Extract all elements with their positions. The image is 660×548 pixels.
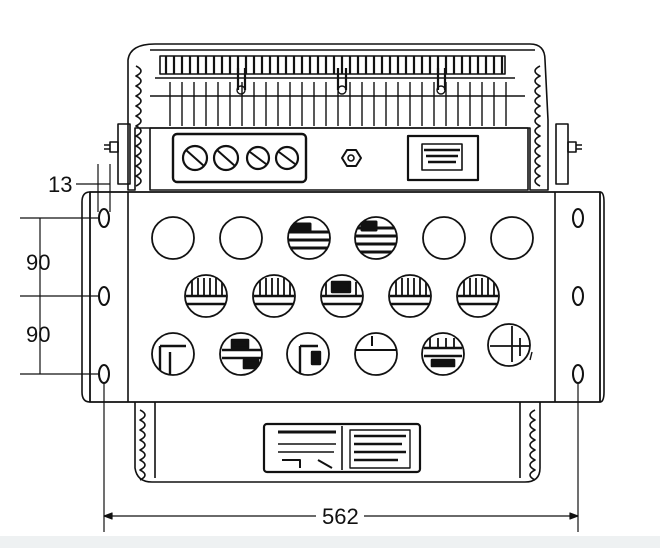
dimension-label-lower-90: 90 (26, 322, 51, 347)
label-plate (262, 422, 422, 474)
dimension-label-13: 13 (48, 172, 73, 197)
top-grille (159, 55, 506, 75)
fixture-housing (127, 43, 549, 483)
dimension-label-upper-90: 90 (26, 250, 51, 275)
connector-panel (149, 127, 529, 191)
mounting-slot (572, 364, 584, 384)
lens-holes (151, 216, 534, 376)
mounting-bracket (81, 191, 605, 403)
mounting-slot (98, 208, 110, 228)
side-bracket-right (555, 123, 582, 185)
mounting-slot (98, 286, 110, 306)
mounting-slot (572, 208, 584, 228)
heat-sink-fins (169, 68, 507, 126)
dimension-lines (20, 164, 579, 532)
mounting-slot (98, 364, 110, 384)
dimension-label-562: 562 (322, 504, 359, 529)
mounting-slot (572, 286, 584, 306)
footer-strip (0, 536, 660, 548)
side-bracket-left (104, 123, 131, 185)
